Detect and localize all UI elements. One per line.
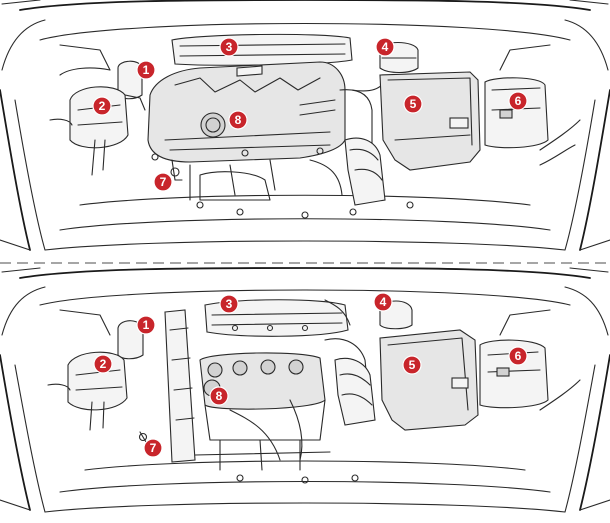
callout-circle — [508, 91, 528, 111]
callout-3-bottom: 3 — [219, 294, 239, 314]
callout-2-top: 2 — [92, 96, 112, 116]
washer-coolant-bottom — [47, 320, 144, 431]
callout-circle — [209, 386, 229, 406]
callout-8-bottom: 8 — [209, 386, 229, 406]
callout-circle — [153, 172, 173, 192]
callout-3-top: 3 — [219, 37, 239, 57]
engine-bay-bottom: 1 2 3 4 5 6 7 8 — [0, 267, 610, 513]
callout-label: 8 — [235, 113, 242, 127]
callout-circle — [402, 355, 422, 375]
callout-circle — [403, 94, 423, 114]
callout-circle — [136, 315, 156, 335]
callout-label: 2 — [100, 357, 107, 371]
callout-circle — [373, 292, 393, 312]
callout-circle — [375, 37, 395, 57]
callout-circle — [136, 60, 156, 80]
callout-4-top: 4 — [375, 37, 395, 57]
callout-label: 3 — [226, 297, 233, 311]
callout-label: 7 — [150, 441, 157, 455]
callout-label: 8 — [216, 389, 223, 403]
hood-frame-top — [0, 0, 610, 251]
callout-label: 1 — [143, 318, 150, 332]
callout-label: 3 — [226, 40, 233, 54]
callout-circle — [92, 96, 112, 116]
callout-circle — [219, 37, 239, 57]
battery-cover-bottom — [379, 329, 479, 431]
callout-circle — [219, 294, 239, 314]
callout-label: 4 — [380, 295, 387, 309]
washer-coolant-top — [49, 60, 146, 176]
callout-1-top: 1 — [136, 60, 156, 80]
callout-circle — [93, 354, 113, 374]
battery-cover-top — [379, 71, 481, 171]
callout-label: 5 — [410, 97, 417, 111]
hood-frame-bottom — [0, 267, 610, 513]
callout-5-bottom: 5 — [402, 355, 422, 375]
callout-label: 2 — [99, 99, 106, 113]
callout-7-bottom: 7 — [143, 438, 163, 458]
intake-pipes-top — [309, 79, 386, 206]
engine-bay-top: 1 2 3 4 5 6 7 8 — [0, 0, 610, 251]
fuse-box-top — [484, 77, 549, 149]
callout-label: 6 — [515, 94, 522, 108]
callout-8-top: 8 — [228, 110, 248, 130]
callout-1-bottom: 1 — [136, 315, 156, 335]
callout-6-top: 6 — [508, 91, 528, 111]
callout-7-top: 7 — [153, 172, 173, 192]
callout-label: 7 — [160, 175, 167, 189]
intake-pipes-bottom — [324, 299, 376, 426]
callout-label: 1 — [143, 63, 150, 77]
engine-cover-top — [147, 61, 346, 201]
dipstick-top — [170, 159, 183, 181]
callout-6-bottom: 6 — [508, 346, 528, 366]
callout-circle — [508, 346, 528, 366]
air-filter-top — [171, 33, 353, 66]
fuse-box-bottom — [479, 339, 549, 409]
callout-circle — [143, 438, 163, 458]
callout-circle — [228, 110, 248, 130]
callout-5-top: 5 — [403, 94, 423, 114]
air-filter-bottom — [204, 299, 349, 337]
callout-label: 5 — [409, 358, 416, 372]
callout-4-bottom: 4 — [373, 292, 393, 312]
callout-label: 4 — [382, 40, 389, 54]
callout-2-bottom: 2 — [93, 354, 113, 374]
callout-label: 6 — [515, 349, 522, 363]
